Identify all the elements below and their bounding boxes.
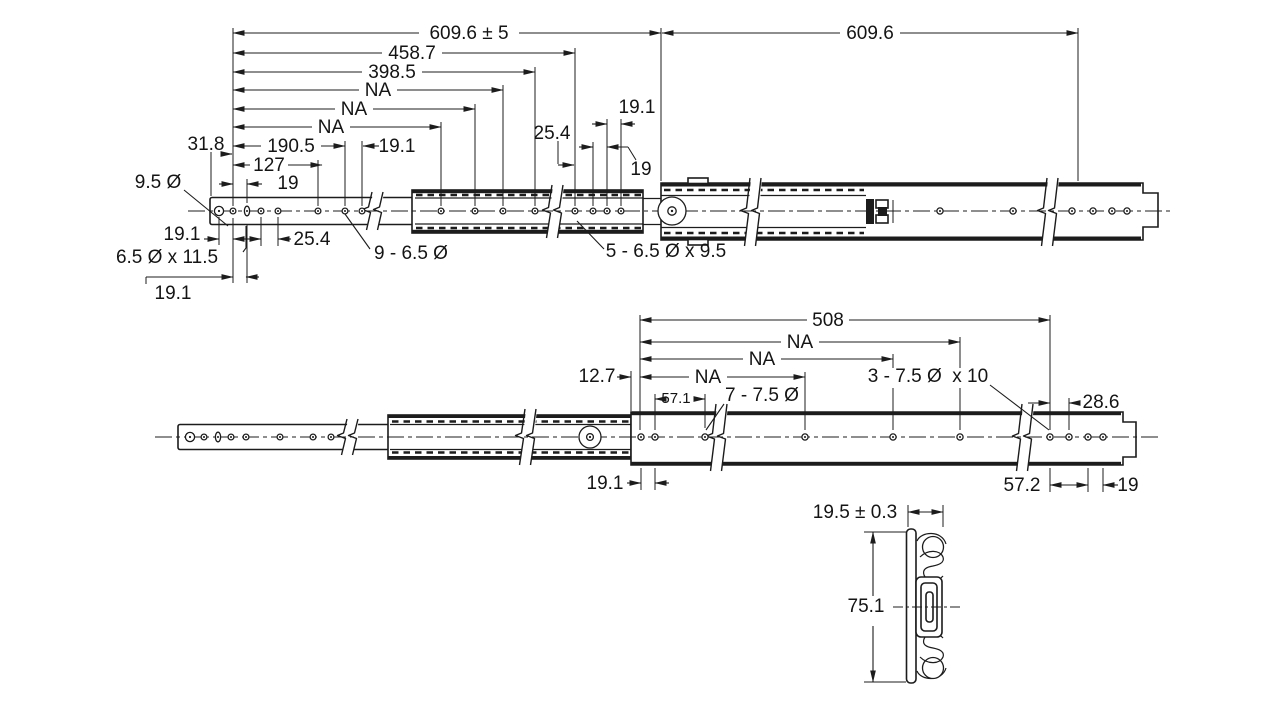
- extended-slide-view: 609.6 ± 5 609.6 458.7 398.5 NA NA NA 190…: [116, 23, 1174, 304]
- dim-na-3: NA: [695, 367, 722, 388]
- dimension-labels: 508 NA NA NA 12.7 57.1 7 - 7.5 Ø 3 - 7.5…: [579, 310, 1139, 496]
- ball-bearing-bottom: [921, 656, 945, 680]
- dim-19-1-d: 19.1: [619, 97, 656, 118]
- dim-na-1: NA: [787, 332, 814, 353]
- dim-127: 127: [253, 155, 285, 176]
- inner-member-holes-callout: 9 - 6.5 Ø: [374, 243, 448, 264]
- dim-19-1-b: 19.1: [164, 224, 201, 245]
- intermediate-holes-callout: 5 - 6.5 Ø x 9.5: [606, 241, 726, 262]
- dim-31-8: 31.8: [188, 134, 225, 155]
- dim-na-2: NA: [749, 349, 776, 370]
- dim-19-1-c: 19.1: [155, 283, 192, 304]
- dim-19-1-a: 19.1: [379, 136, 416, 157]
- dim-508: 508: [812, 310, 844, 331]
- dim-19: 19: [1117, 475, 1138, 496]
- rear-holes-callout: 3 - 7.5 Ø x 10: [868, 366, 988, 387]
- dim-458-7: 458.7: [388, 43, 436, 64]
- roller: [578, 425, 602, 449]
- dim-57-2: 57.2: [1004, 475, 1041, 496]
- break-symbols: [361, 177, 1059, 247]
- dim-outer-member-length: 609.6: [846, 23, 894, 44]
- section-profile: [893, 528, 963, 684]
- dim-25-4-mid: 25.4: [534, 123, 571, 144]
- dimension-labels: 19.5 ± 0.3 75.1: [813, 502, 897, 617]
- dim-57-1: 57.1: [661, 390, 690, 407]
- outer-holes-callout: 7 - 7.5 Ø: [725, 385, 799, 406]
- dim-398-5: 398.5: [368, 62, 416, 83]
- dim-19-1: 19.1: [587, 473, 624, 494]
- closed-slide-view: 508 NA NA NA 12.7 57.1 7 - 7.5 Ø 3 - 7.5…: [155, 310, 1162, 496]
- dimension-lines: [617, 315, 1118, 492]
- dim-19-mid: 19: [630, 159, 651, 180]
- dim-12-7: 12.7: [579, 366, 616, 387]
- dimension-labels: 609.6 ± 5 609.6 458.7 398.5 NA NA NA 190…: [116, 23, 894, 304]
- dim-28-6: 28.6: [1083, 392, 1120, 413]
- dim-19-front: 19: [277, 173, 298, 194]
- dimension-lines: [145, 28, 1079, 284]
- section-width-dim: 19.5 ± 0.3: [813, 502, 897, 523]
- dim-25-4-front: 25.4: [294, 229, 331, 250]
- dim-190-5: 190.5: [267, 136, 315, 157]
- front-hole-callout: 9.5 Ø: [135, 172, 182, 193]
- dim-na-1: NA: [365, 80, 392, 101]
- ball-bearing-top: [921, 535, 945, 559]
- dimension-lines: [864, 505, 944, 683]
- dim-overall-length: 609.6 ± 5: [429, 23, 508, 44]
- roller: [657, 196, 687, 226]
- slot-callout: 6.5 Ø x 11.5: [116, 247, 218, 268]
- dim-na-3: NA: [318, 117, 345, 138]
- cross-section-view: 19.5 ± 0.3 75.1: [813, 502, 963, 684]
- section-height-dim: 75.1: [848, 596, 885, 617]
- dim-na-2: NA: [341, 99, 368, 120]
